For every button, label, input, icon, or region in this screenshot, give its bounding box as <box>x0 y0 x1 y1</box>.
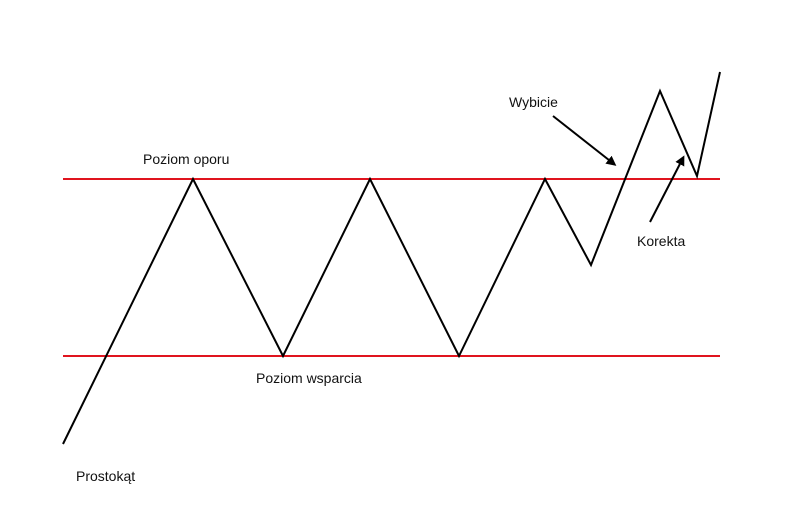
support-label: Poziom wsparcia <box>256 370 362 386</box>
correction-arrow <box>649 155 685 223</box>
pattern-label: Prostokąt <box>76 468 135 484</box>
resistance-label: Poziom oporu <box>143 151 229 167</box>
price-path <box>62 71 721 445</box>
breakout-label: Wybicie <box>509 94 558 110</box>
correction-label: Korekta <box>637 233 685 249</box>
breakout-arrow <box>552 115 617 166</box>
